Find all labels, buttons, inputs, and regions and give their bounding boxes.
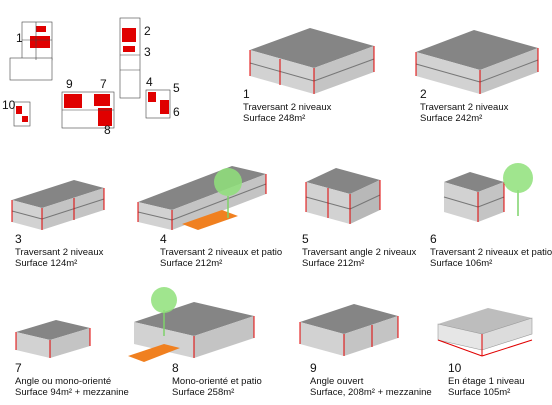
iso-unit-10 bbox=[437, 308, 533, 357]
unit-surface: Surface 212m² bbox=[302, 258, 365, 269]
iso-unit-1 bbox=[249, 28, 375, 94]
unit-caption-5: 5 Traversant angle 2 niveaux Surface 212… bbox=[302, 232, 417, 270]
tree-icon bbox=[151, 287, 177, 336]
plan-label-3: 3 bbox=[144, 45, 151, 59]
unit-number: 9 bbox=[310, 361, 317, 375]
iso-unit-3 bbox=[11, 180, 105, 230]
site-plan bbox=[9, 17, 171, 129]
unit-number: 3 bbox=[15, 232, 22, 246]
plan-label-8: 8 bbox=[104, 123, 111, 137]
iso-unit-2 bbox=[415, 30, 539, 94]
plan-label-10: 10 bbox=[2, 98, 16, 112]
plan-label-6: 6 bbox=[173, 105, 180, 119]
unit-caption-4: 4 Traversant 2 niveaux et patio Surface … bbox=[160, 232, 283, 270]
unit-type: Traversant 2 niveaux bbox=[15, 247, 104, 258]
plan-label-4: 4 bbox=[146, 75, 153, 89]
tree-icon bbox=[214, 168, 242, 218]
plan-label-7: 7 bbox=[100, 77, 107, 91]
unit-caption-9: 9 Angle ouvert Surface, 208m² + mezzanin… bbox=[310, 361, 432, 399]
unit-type: Traversant 2 niveaux bbox=[243, 102, 332, 113]
unit-surface: Surface 242m² bbox=[420, 113, 483, 124]
unit-number: 7 bbox=[15, 361, 22, 375]
unit-surface: Surface 124m² bbox=[15, 258, 78, 269]
plan-unit-2-3 bbox=[119, 17, 141, 99]
unit-type: Traversant 2 niveaux et patio bbox=[430, 247, 552, 258]
unit-number: 8 bbox=[172, 361, 179, 375]
unit-caption-10: 10 En étage 1 niveau Surface 105m² bbox=[448, 361, 525, 399]
unit-type: Traversant angle 2 niveaux bbox=[302, 247, 417, 258]
unit-type: Angle ou mono-orienté bbox=[15, 376, 112, 387]
unit-number: 5 bbox=[302, 232, 309, 246]
plan-unit-4-5-6 bbox=[145, 89, 171, 119]
unit-surface: Surface 94m² + mezzanine bbox=[15, 387, 129, 398]
plan-label-5: 5 bbox=[173, 81, 180, 95]
plan-unit-1 bbox=[9, 21, 53, 81]
unit-surface: Surface 106m² bbox=[430, 258, 493, 269]
unit-surface: Surface 258m² bbox=[172, 387, 235, 398]
iso-unit-6 bbox=[443, 163, 533, 222]
unit-caption-1: 1 Traversant 2 niveaux Surface 248m² bbox=[243, 87, 332, 125]
unit-number: 4 bbox=[160, 232, 167, 246]
unit-caption-3: 3 Traversant 2 niveaux Surface 124m² bbox=[15, 232, 104, 270]
plan-label-2: 2 bbox=[144, 24, 151, 38]
plan-label-9: 9 bbox=[66, 77, 73, 91]
unit-caption-6: 6 Traversant 2 niveaux et patio Surface … bbox=[430, 232, 552, 270]
unit-type: Mono-orienté et patio bbox=[172, 376, 262, 387]
plan-label-1: 1 bbox=[16, 31, 23, 45]
unit-caption-2: 2 Traversant 2 niveaux Surface 242m² bbox=[420, 87, 509, 125]
unit-number: 10 bbox=[448, 361, 462, 375]
unit-type: Angle ouvert bbox=[310, 376, 364, 387]
unit-number: 6 bbox=[430, 232, 437, 246]
unit-surface: Surface 105m² bbox=[448, 387, 511, 398]
unit-number: 2 bbox=[420, 87, 427, 101]
iso-unit-7 bbox=[15, 320, 91, 358]
iso-unit-8 bbox=[128, 287, 255, 362]
unit-type: En étage 1 niveau bbox=[448, 376, 525, 387]
plan-unit-10 bbox=[13, 101, 31, 127]
unit-caption-7: 7 Angle ou mono-orienté Surface 94m² + m… bbox=[15, 361, 129, 399]
iso-unit-5 bbox=[305, 168, 381, 224]
iso-unit-9 bbox=[299, 304, 399, 356]
iso-unit-4 bbox=[137, 166, 267, 230]
unit-surface: Surface 248m² bbox=[243, 113, 306, 124]
unit-type: Traversant 2 niveaux bbox=[420, 102, 509, 113]
unit-surface: Surface 212m² bbox=[160, 258, 223, 269]
unit-number: 1 bbox=[243, 87, 250, 101]
plan-unit-7-8-9 bbox=[61, 91, 115, 129]
unit-surface: Surface, 208m² + mezzanine bbox=[310, 387, 432, 398]
tree-icon bbox=[503, 163, 533, 216]
unit-caption-8: 8 Mono-orienté et patio Surface 258m² bbox=[172, 361, 262, 399]
unit-type: Traversant 2 niveaux et patio bbox=[160, 247, 283, 258]
